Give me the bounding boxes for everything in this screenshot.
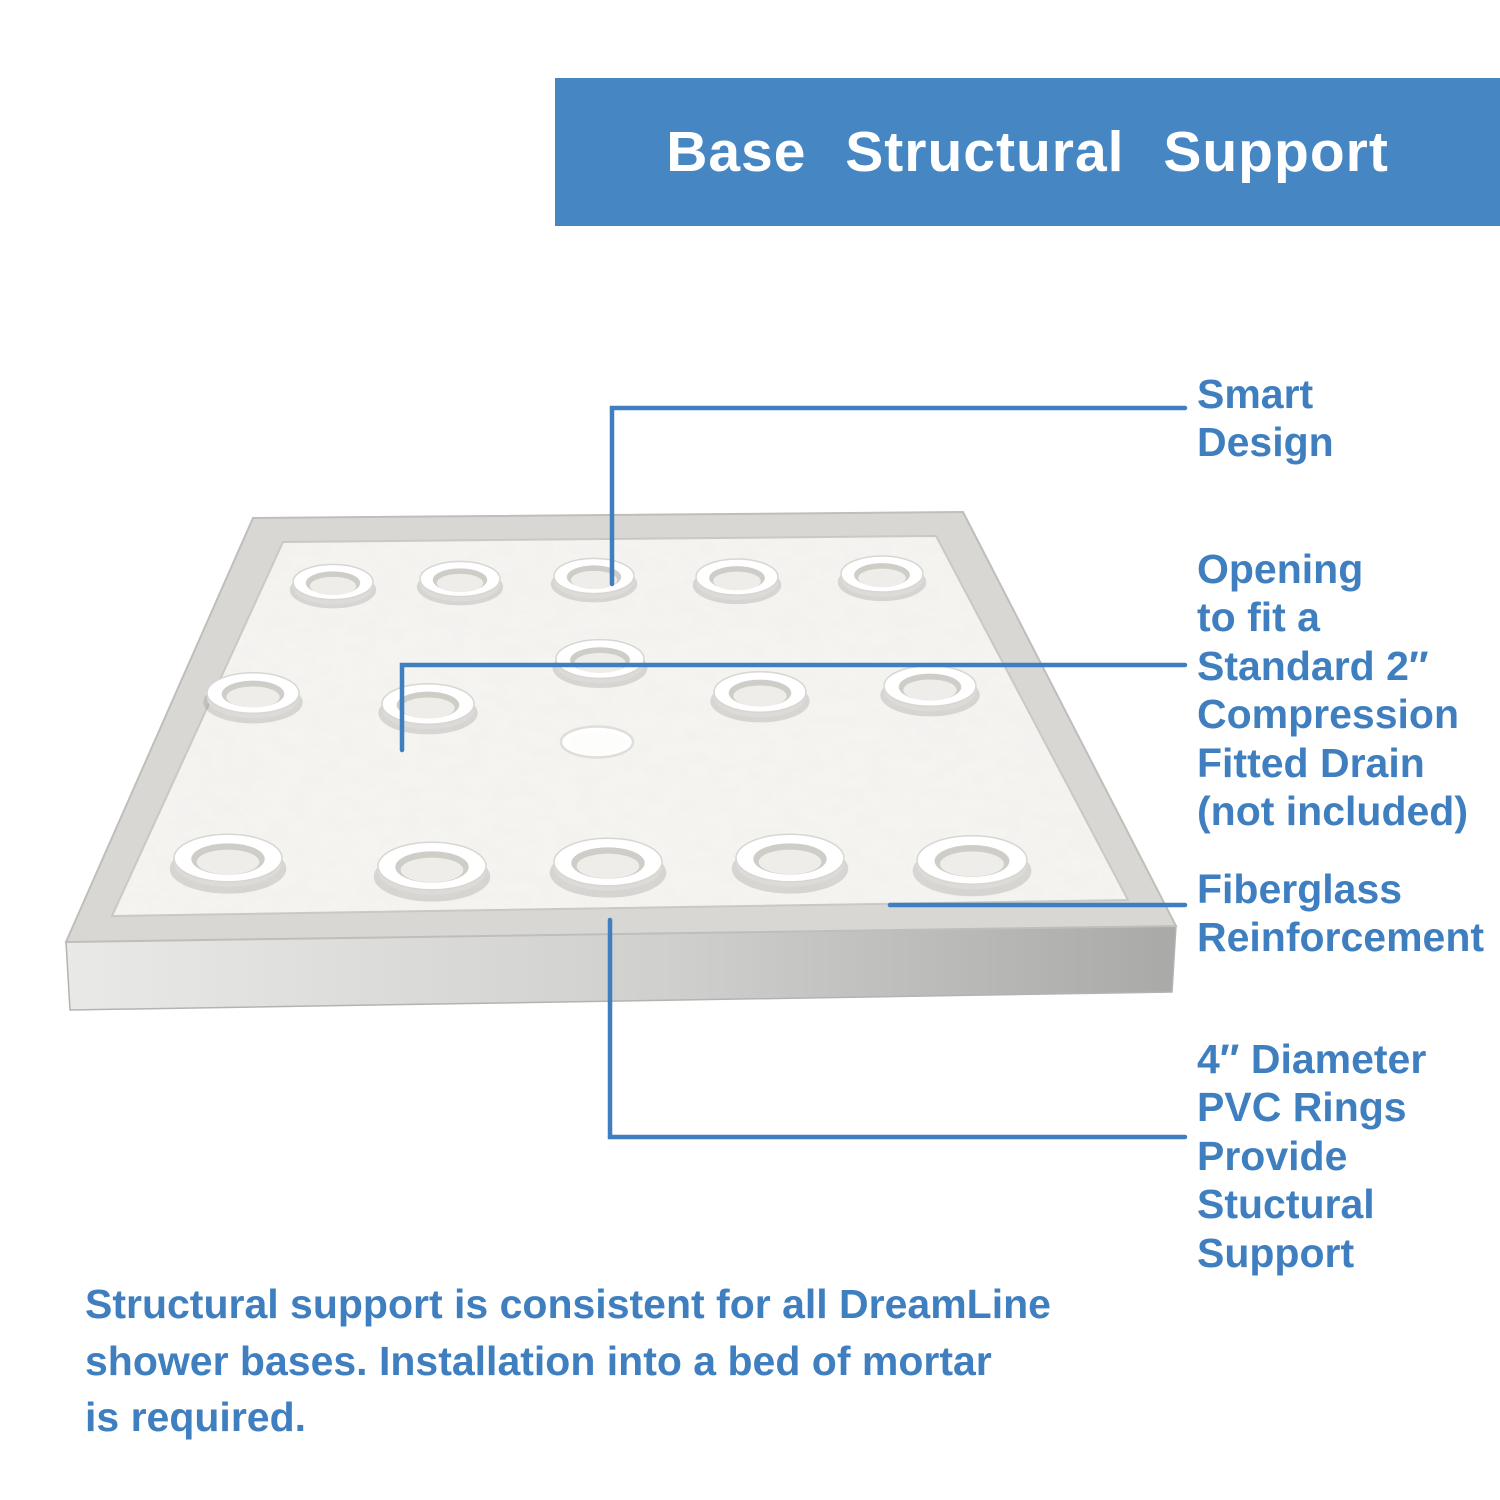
page-title: Base Structural Support: [666, 120, 1389, 184]
pvc-ring: [710, 671, 810, 723]
pvc-ring: [837, 555, 927, 602]
pvc-ring: [203, 672, 303, 724]
callout-lines: [399, 405, 1188, 1140]
pvc-ring: [550, 557, 638, 603]
pvc-ring: [416, 560, 504, 606]
pvc-ring: [289, 563, 377, 609]
callout-label-pvc-rings: 4″ Diameter PVC Rings Provide Stuctural …: [1197, 1036, 1427, 1276]
callout-label-drain-opening: Opening to fit a Standard 2″ Compression…: [1197, 546, 1469, 834]
callout-label-smart-design: Smart Design: [1197, 371, 1334, 466]
pvc-ring: [378, 683, 478, 735]
callout-line-drain-opening: [399, 662, 1188, 753]
callout-line-smart-design: [609, 405, 1188, 587]
callout-line-pvc-rings: [607, 917, 1188, 1140]
pvc-ring: [912, 835, 1032, 897]
pvc-ring: [731, 833, 849, 894]
pvc-ring: [692, 558, 782, 605]
pvc-ring: [549, 837, 667, 898]
pvc-ring: [169, 833, 287, 894]
title-banner: Base Structural Support: [555, 78, 1500, 226]
pvc-ring: [373, 841, 491, 902]
footer-note: Structural support is consistent for all…: [85, 1281, 1051, 1441]
drain-opening: [559, 725, 635, 759]
pvc-ring: [880, 665, 980, 717]
callout-label-fiberglass: Fiberglass Reinforcement: [1197, 866, 1485, 961]
